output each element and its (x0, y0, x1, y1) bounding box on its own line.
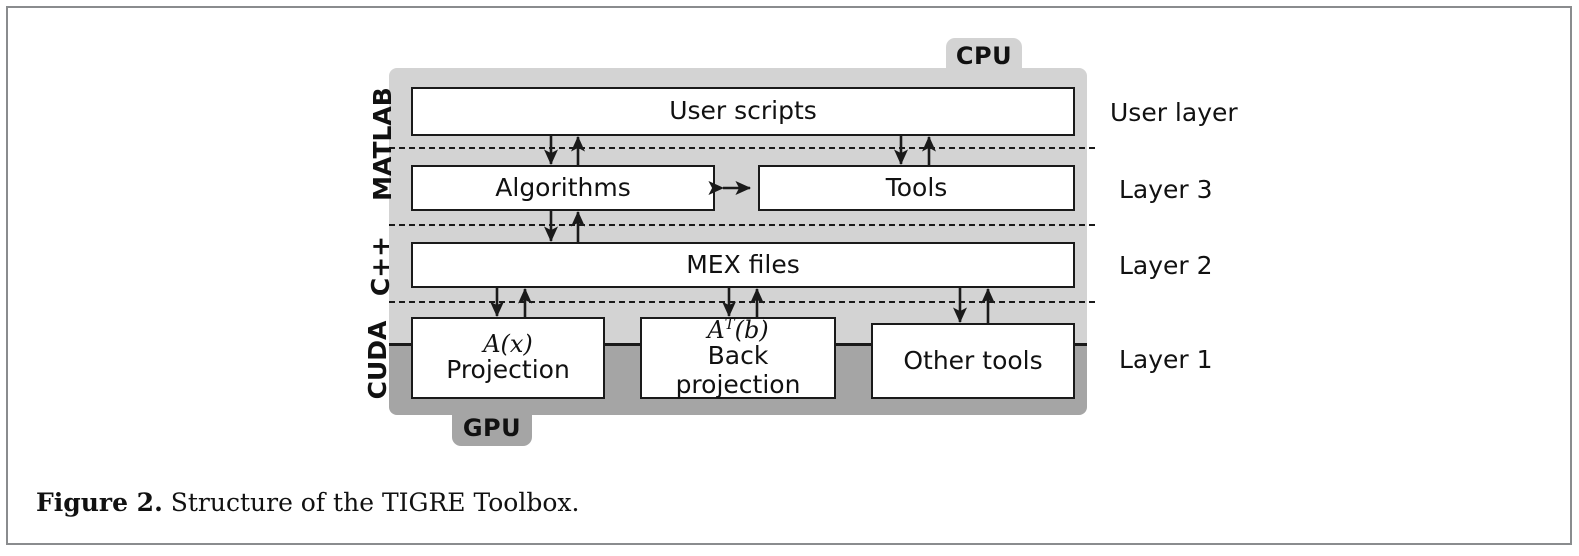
layer-label-2: Layer 2 (1119, 251, 1213, 280)
math-base: A (707, 315, 725, 344)
math-superscript: T (724, 314, 735, 333)
figure-caption-label: Figure 2. (36, 488, 163, 517)
box-other-tools[interactable]: Other tools (871, 323, 1075, 399)
separator-user-layer3 (389, 147, 1095, 149)
side-label-matlab: MATLAB (367, 87, 397, 201)
layer-label-user: User layer (1110, 98, 1238, 127)
box-mex-files-label: MEX files (686, 249, 800, 279)
separator-layer2-layer1 (389, 301, 1095, 303)
gpu-tab-label: GPU (452, 410, 532, 446)
box-projection-math: A(x) (483, 329, 533, 358)
box-back-projection-label: Back projection (675, 340, 801, 399)
box-user-scripts-label: User scripts (669, 96, 817, 126)
box-other-tools-label: Other tools (903, 345, 1043, 375)
box-back-projection-math: AT(b) (707, 314, 769, 344)
box-projection[interactable]: A(x) Projection (411, 317, 605, 399)
box-user-scripts[interactable]: User scripts (411, 87, 1075, 136)
figure-caption: Figure 2. Structure of the TIGRE Toolbox… (36, 488, 579, 517)
box-algorithms[interactable]: Algorithms (411, 165, 715, 211)
box-algorithms-label: Algorithms (495, 172, 631, 202)
box-projection-label: Projection (446, 354, 570, 384)
cpu-tab-label: CPU (946, 38, 1022, 74)
layer-label-1: Layer 1 (1119, 345, 1213, 374)
figure-caption-text: Structure of the TIGRE Toolbox. (162, 488, 580, 517)
separator-layer3-layer2 (389, 224, 1095, 226)
layer-label-3: Layer 3 (1119, 175, 1213, 204)
box-tools-label: Tools (885, 172, 948, 202)
box-back-projection[interactable]: AT(b) Back projection (640, 314, 836, 399)
side-label-cuda: CUDA (362, 320, 392, 400)
box-tools[interactable]: Tools (758, 165, 1075, 211)
box-mex-files[interactable]: MEX files (411, 242, 1075, 288)
math-rest: (b) (734, 315, 769, 344)
